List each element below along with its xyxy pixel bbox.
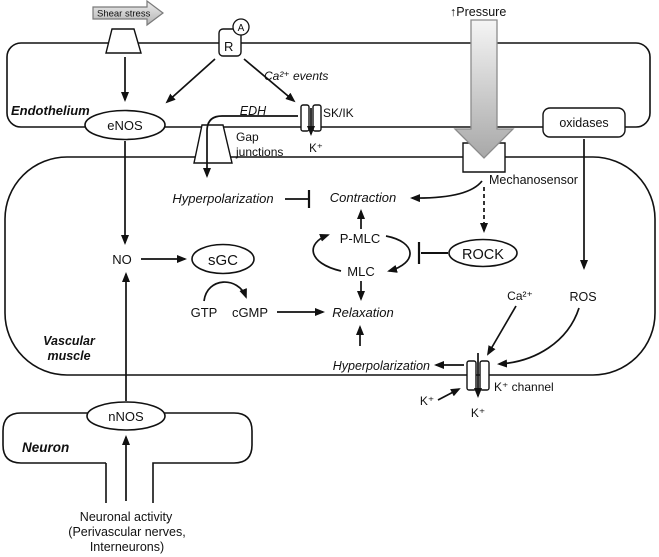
arrow-receptor-to-enos (165, 58, 216, 104)
gtp-label: GTP (191, 305, 218, 320)
no-label: NO (112, 252, 132, 267)
sk-ik-label: SK/IK (323, 106, 354, 120)
gap-junctions-label-1: Gap (236, 130, 259, 144)
edh-label: EDH (240, 104, 267, 118)
sgc-ellipse (191, 243, 255, 275)
receptor-label: R (224, 39, 233, 54)
agonist-label: A (238, 23, 245, 34)
neuronal-activity-label-2: (Perivascular nerves, (68, 525, 185, 539)
sk-ik-channel-bar-right (312, 104, 322, 132)
agonist-circle (232, 18, 250, 36)
k-efflux-label: K⁺ (309, 143, 323, 155)
k-channel-bar-right (479, 360, 490, 391)
shear-stress-label: Shear stress (97, 9, 151, 20)
arrow-gtp-to-cgmp (203, 281, 247, 302)
hyperpolarization-lower-label: Hyperpolarization (333, 359, 430, 373)
receptor-box (218, 28, 242, 57)
pressure-label: ↑Pressure (450, 5, 506, 19)
arrow-mlc-to-pmlc (312, 233, 342, 272)
neuronal-activity-label-3: Interneurons) (90, 540, 164, 554)
p-mlc-label: P-MLC (340, 231, 380, 246)
gap-junctions-label-2: junctions (235, 145, 283, 159)
enos-label: eNOS (107, 118, 143, 133)
rock-label: ROCK (462, 247, 504, 263)
vascular-muscle-label-2: muscle (47, 349, 90, 363)
pressure-arrow (453, 19, 515, 159)
ca-label: Ca²⁺ (507, 289, 533, 303)
arrow-ca-to-kchannel (486, 305, 517, 356)
neuron-label: Neuron (22, 440, 69, 455)
vascular-muscle-label-1: Vascular (43, 334, 96, 348)
mlc-label: MLC (347, 264, 374, 279)
arrow-edh-to-hyperpolarization (203, 115, 298, 178)
k-channel-bar-left (466, 360, 477, 391)
hyperpolarization-upper-label: Hyperpolarization (172, 191, 273, 206)
oxidases-label: oxidases (559, 116, 608, 130)
neuron-outline (2, 412, 253, 503)
arrow-mechanosensor-to-contraction (410, 180, 483, 203)
sgc-label: sGC (208, 252, 238, 269)
relaxation-label: Relaxation (332, 305, 393, 320)
gap-junction-shape (193, 124, 233, 164)
vascular-muscle-membrane (4, 156, 656, 376)
endothelium-label: Endothelium (11, 103, 90, 118)
rock-ellipse (448, 238, 518, 268)
arrow-ros-to-kchannel (497, 307, 580, 368)
arrow-pmlc-to-mlc (385, 235, 411, 273)
enos-ellipse (84, 109, 166, 141)
mechanosensor-label: Mechanosensor (489, 173, 578, 187)
ca-events-label: Ca²⁺ events (264, 69, 328, 83)
k-in-label: K⁺ (420, 394, 434, 408)
contraction-label: Contraction (330, 190, 396, 205)
shear-receptor-shape (105, 28, 142, 54)
arrow-receptor-to-skik (243, 58, 296, 103)
neuronal-activity-label-1: Neuronal activity (80, 510, 173, 524)
cgmp-label: cGMP (232, 305, 268, 320)
k-channel-label: K⁺ channel (494, 380, 554, 394)
oxidases-box (542, 107, 626, 138)
shear-stress-arrow (92, 0, 164, 27)
k-out-label: K⁺ (471, 406, 485, 420)
nnos-ellipse (86, 401, 166, 431)
ros-label: ROS (569, 290, 596, 304)
sk-ik-channel-bar-left (300, 104, 310, 132)
arrow-k-into-channel (437, 388, 461, 401)
nnos-label: nNOS (108, 409, 144, 424)
